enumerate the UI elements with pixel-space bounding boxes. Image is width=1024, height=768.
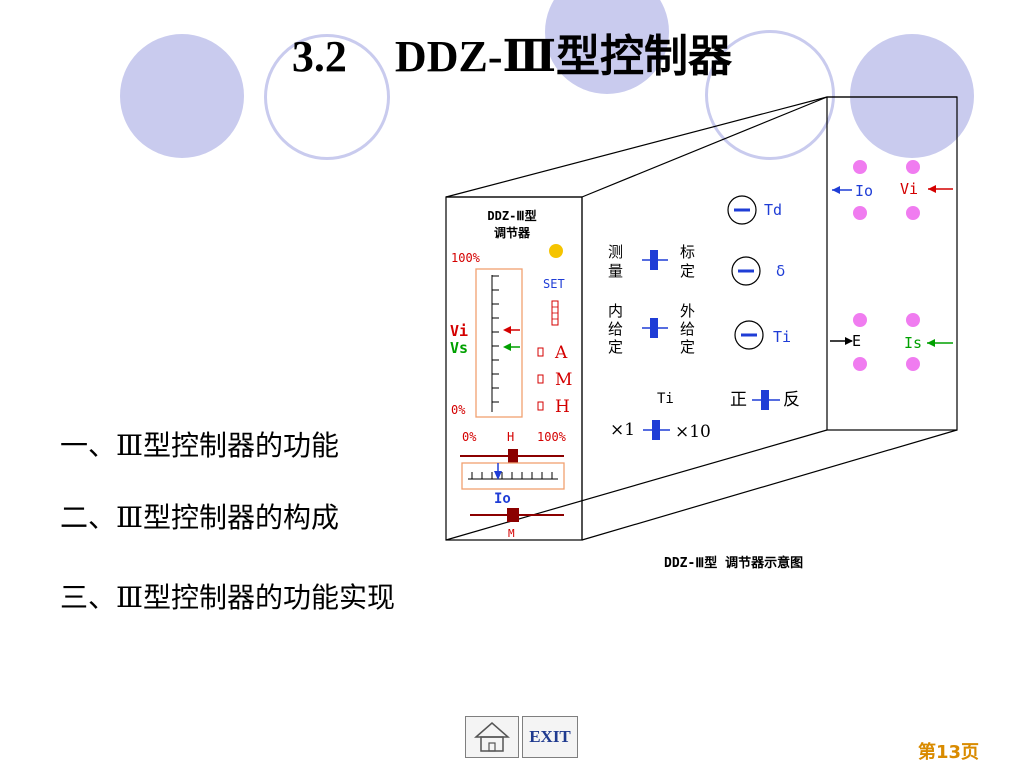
x1-label: ×1 — [610, 420, 635, 440]
deco-circle-1 — [120, 34, 244, 158]
exit-button[interactable]: EXIT — [522, 716, 578, 758]
menu-item-function[interactable]: 一、Ⅲ型控制器的功能 — [60, 429, 340, 462]
internal-external-switch[interactable] — [650, 318, 658, 338]
td-dial[interactable] — [727, 195, 757, 225]
ti-dial[interactable] — [734, 320, 764, 350]
external-char-2: 给 — [680, 320, 695, 338]
mode-a-switch[interactable] — [537, 347, 544, 357]
io-label: Io — [494, 491, 511, 507]
side-is-label: Is — [904, 334, 922, 352]
h-right-label: 100% — [537, 430, 567, 444]
external-char-3: 定 — [680, 338, 695, 356]
ti-label: Ti — [773, 328, 791, 346]
mode-h-label: H — [555, 397, 570, 417]
measure-char-2: 量 — [608, 262, 623, 280]
m-label: M — [508, 527, 515, 540]
ti-multiplier-switch[interactable] — [652, 420, 660, 440]
h-manual-slider[interactable] — [508, 449, 518, 463]
td-label: Td — [764, 201, 782, 219]
deco-circle-4 — [705, 30, 835, 160]
output-pointer — [494, 471, 502, 480]
side-vi-label: Vi — [900, 180, 918, 198]
m-manual-slider[interactable] — [507, 508, 519, 522]
direction-switch[interactable] — [761, 390, 769, 410]
external-char-1: 外 — [680, 302, 695, 320]
set-label: SET — [543, 277, 565, 291]
mode-a-label: A — [554, 343, 568, 363]
vs-pointer — [503, 343, 511, 351]
vs-label: Vs — [450, 339, 468, 357]
internal-char-2: 给 — [608, 320, 623, 338]
menu-item-implementation[interactable]: 三、Ⅲ型控制器的功能实现 — [60, 581, 396, 614]
side-io-label: Io — [855, 182, 873, 200]
calibrate-char-1: 标 — [680, 243, 695, 261]
delta-dial[interactable] — [731, 256, 761, 286]
deco-circle-5 — [850, 34, 974, 158]
home-icon — [474, 722, 510, 752]
scale-top-label: 100% — [451, 251, 481, 265]
diagram-caption: DDZ-Ⅲ型 调节器示意图 — [664, 556, 804, 571]
calibrate-char-2: 定 — [680, 262, 695, 280]
ti-multiplier-title: Ti — [657, 391, 674, 407]
front-title-1: DDZ-Ⅲ型 — [487, 208, 536, 223]
fan-label: 反 — [783, 390, 800, 410]
front-title-2: 调节器 — [494, 225, 531, 240]
h-left-label: 0% — [462, 430, 477, 444]
status-lamp — [549, 244, 563, 258]
zheng-label: 正 — [730, 390, 747, 410]
page-number: 第13页 — [918, 742, 980, 763]
h-mid-label: H — [507, 430, 514, 444]
deco-circle-2 — [264, 34, 390, 160]
x10-label: ×10 — [675, 422, 711, 442]
vi-label: Vi — [450, 322, 468, 340]
mode-h-switch[interactable] — [537, 401, 544, 411]
title-text: DDZ-Ⅲ型控制器 — [394, 32, 733, 81]
measure-char-1: 测 — [608, 243, 623, 261]
mode-m-switch[interactable] — [537, 374, 544, 384]
menu-item-structure[interactable]: 二、Ⅲ型控制器的构成 — [60, 501, 340, 534]
page-title: 3.2 DDZ-Ⅲ型控制器 — [0, 20, 1024, 84]
mode-m-label: M — [555, 370, 572, 390]
delta-label: δ — [776, 262, 785, 280]
home-button[interactable] — [465, 716, 519, 758]
internal-char-1: 内 — [608, 302, 623, 320]
title-number: 3.2 — [291, 32, 347, 81]
side-e-label: E — [852, 332, 861, 350]
internal-char-3: 定 — [608, 338, 623, 356]
scale-bottom-label: 0% — [451, 403, 466, 417]
measure-calibrate-switch[interactable] — [650, 250, 658, 270]
vi-pointer — [503, 326, 511, 334]
